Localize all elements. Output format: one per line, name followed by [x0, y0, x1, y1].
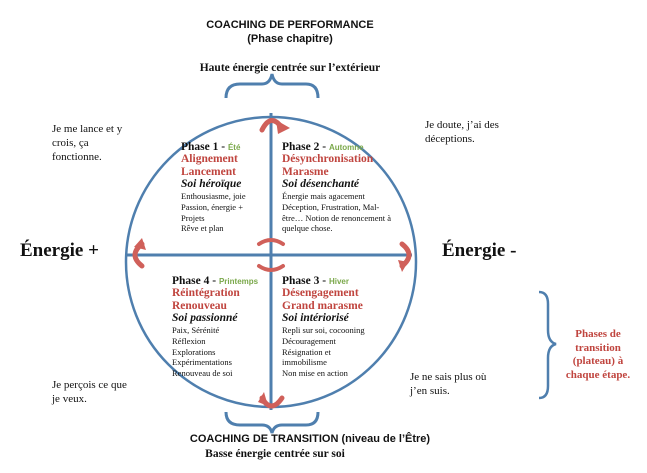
- phase-3-season: Hiver: [328, 277, 349, 286]
- center-curved-arrow-down: [257, 264, 285, 272]
- top-title-block: COACHING DE PERFORMANCE (Phase chapitre): [170, 18, 410, 46]
- phase-3-heading: Phase 3 - Hiver: [282, 275, 349, 287]
- phase-2-name: Désynchronisation: [282, 153, 374, 165]
- phase-2-details: Énergie mais agacement Déception, Frustr…: [282, 191, 392, 234]
- phase-3-name: Désengagement: [282, 287, 359, 299]
- axis-label-right: Énergie -: [442, 240, 517, 261]
- phase-2-name: Marasme: [282, 165, 329, 178]
- phase-4-block: Phase 4 - Printemps Réintégration Renouv…: [172, 275, 270, 379]
- phase-1-name: Lancement: [181, 165, 236, 178]
- transition-note: Phases de transition (plateau) à chaque …: [565, 328, 631, 381]
- top-subtitle: (Phase chapitre): [247, 33, 333, 45]
- phase-4-heading: Phase 4 - Printemps: [172, 275, 259, 287]
- bottom-title: COACHING DE TRANSITION (niveau de l’Être…: [189, 433, 431, 445]
- bottom-brace: [224, 411, 320, 434]
- phase-1-heading: Phase 1 - Été: [181, 141, 241, 153]
- left-curved-arrowhead: [134, 238, 146, 250]
- phase-4-details: Paix, Sérénité Réflexion Explorations Ex…: [172, 325, 233, 379]
- center-curved-arrow-up: [257, 238, 285, 246]
- phase-2-soi: Soi désenchanté: [282, 178, 359, 190]
- phase-1-name: Alignement: [181, 153, 238, 165]
- corner-note-bottom-right: Je ne sais plus où j’en suis.: [410, 371, 487, 397]
- phase-4-name: Renouveau: [172, 299, 227, 312]
- top-caption: Haute énergie centrée sur l’extérieur: [199, 62, 381, 74]
- right-curved-arrowhead: [398, 260, 408, 272]
- phase-1-block: Phase 1 - Été Alignement Lancement Soi h…: [181, 141, 271, 234]
- phase-1-season: Été: [227, 143, 241, 152]
- phase-4-season: Printemps: [218, 277, 259, 286]
- phase-3-details: Repli sur soi, cocooning Découragement R…: [282, 325, 365, 379]
- phase-3-name: Grand marasme: [282, 299, 363, 312]
- phase-2-block: Phase 2 - Automne Désynchronisation Mara…: [282, 141, 412, 234]
- phase-1-soi: Soi héroïque: [181, 178, 242, 190]
- phase-1-details: Enthousiasme, joie Passion, énergie + Pr…: [181, 191, 246, 234]
- phase-3-block: Phase 3 - Hiver Désengagement Grand mara…: [282, 275, 402, 379]
- axis-label-left: Énergie +: [20, 240, 99, 261]
- phase-4-soi: Soi passionné: [172, 312, 238, 324]
- top-curved-arrowhead: [276, 120, 290, 134]
- phase-2-season: Automne: [328, 143, 364, 152]
- corner-note-top-right: Je doute, j’ai des déceptions.: [425, 119, 499, 145]
- phase-4-name: Réintégration: [172, 287, 240, 299]
- bottom-curved-arrowhead: [258, 392, 268, 406]
- corner-note-bottom-left: Je perçois ce que je veux.: [52, 379, 127, 405]
- corner-note-top-left: Je me lance et y crois, ça fonctionne.: [52, 123, 123, 163]
- side-brace: [538, 290, 557, 400]
- top-title: COACHING DE PERFORMANCE: [206, 19, 374, 31]
- phase-2-heading: Phase 2 - Automne: [282, 141, 364, 153]
- phase-3-soi: Soi intériorisé: [282, 312, 349, 324]
- top-brace: [224, 73, 320, 99]
- bottom-caption: Basse énergie centrée sur soi: [205, 448, 345, 460]
